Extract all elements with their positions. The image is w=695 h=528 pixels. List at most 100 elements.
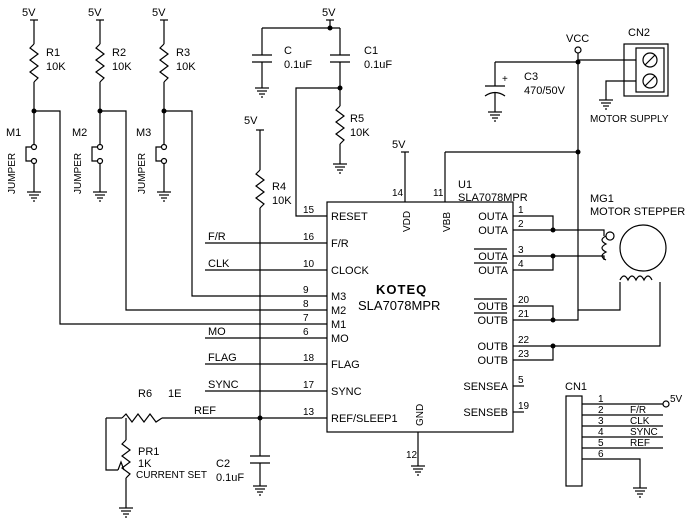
ic-pin-num-right-4: 20 [518, 295, 530, 306]
ic-pin-label-top-1: VBB [442, 212, 453, 232]
ic-pin-num-right-9: 19 [518, 401, 530, 412]
ic-pin-label-left-9: REF/SLEEP1 [331, 413, 398, 425]
c3-ref: C3 [524, 71, 538, 83]
vcc-label: VCC [566, 33, 589, 45]
ic-pin-num-left-7: 18 [303, 353, 315, 364]
ic-pin-label-left-2: CLOCK [331, 265, 370, 277]
ic-pin-num-right-3: 4 [518, 259, 524, 270]
ic-pin-num-top-1: 11 [433, 188, 444, 199]
pr1-label: CURRENT SET [136, 470, 207, 481]
r5-ref: R5 [350, 113, 364, 125]
mg1-ref: MG1 [590, 193, 614, 205]
r4-ref: R4 [272, 181, 286, 193]
ic-pin-num-right-2: 3 [518, 245, 524, 256]
ic-pin-label-top-0: VDD [402, 211, 413, 232]
ic-pin-label-right-4: OUTB [477, 301, 508, 313]
cn1-pin-num-5: 6 [598, 449, 604, 460]
cn1-pin-num-2: 3 [598, 416, 604, 427]
cn1-pin-num-4: 5 [598, 438, 604, 449]
c3-capacitor: + C3 470/50V [484, 61, 578, 122]
r3-value: 10K [176, 61, 196, 73]
c2-value: 0.1uF [216, 472, 244, 484]
ic-pin-num-right-1: 2 [518, 219, 524, 230]
ic-pin-num-left-8: 17 [303, 380, 315, 391]
r2-resistor [95, 43, 105, 83]
ic-pin-num-bottom-0: 12 [406, 450, 418, 461]
cn1-pin-label-0: 5V [670, 394, 683, 405]
ic-pin-label-left-8: SYNC [331, 386, 362, 398]
ic-left-pins: 15RESET16F/R10CLOCK9M38M27M16MO18FLAG17S… [303, 205, 398, 425]
ic-body [326, 201, 514, 433]
cn1-pin-label-2: CLK [630, 416, 650, 427]
vdd-supply-label: 5V [392, 139, 406, 151]
pullup-m3: 5V R3 10K M3 JUMPER [136, 7, 196, 202]
cn1-pin-label-1: F/R [630, 405, 646, 416]
r4-supply-label: 5V [244, 115, 258, 127]
m3-ref: M3 [136, 127, 151, 139]
c1-ref: C1 [364, 45, 378, 57]
r4-value: 10K [272, 195, 292, 207]
net-mo: MO [208, 326, 226, 338]
r1-ref: R1 [46, 47, 60, 59]
m2-ref: M2 [72, 127, 87, 139]
ic-pin-label-right-0: OUTA [478, 211, 508, 223]
ic-pin-num-left-2: 10 [303, 259, 315, 270]
pr1-ref: PR1 [138, 446, 159, 458]
ic-u1: U1 SLA7078MPR KOTEQ SLA7078MPR 15RESET16… [303, 139, 530, 476]
m1-jumper-label: JUMPER [7, 153, 18, 194]
ic-pin-num-right-7: 23 [518, 349, 530, 360]
r6-resistor [121, 413, 163, 423]
r1-resistor [29, 43, 39, 83]
ic-pin-label-left-0: RESET [331, 211, 368, 223]
r5-resistor [335, 105, 345, 145]
ic-pin-label-left-3: M3 [331, 291, 346, 303]
cn2-ref: CN2 [628, 27, 650, 39]
ic-pin-label-left-4: M2 [331, 305, 346, 317]
ic-pin-num-top-0: 14 [392, 188, 404, 199]
ic-pin-num-left-1: 16 [303, 232, 315, 243]
m2-jumper-label: JUMPER [73, 153, 84, 194]
ic-pin-label-left-5: M1 [331, 319, 346, 331]
ic-pin-label-right-3: OUTA [478, 265, 508, 277]
wire-m2 [100, 110, 327, 311]
r1-value: 10K [46, 61, 66, 73]
ic-pin-label-right-9: SENSEB [463, 407, 508, 419]
svg-text:+: + [502, 74, 508, 85]
r4-resistor [255, 169, 265, 209]
ic-pin-label-right-2: OUTA [478, 251, 508, 263]
r3-ref: R3 [176, 47, 190, 59]
ic-pin-label-left-1: F/R [331, 238, 349, 250]
ic-pin-label-right-7: OUTB [477, 355, 508, 367]
c3-value: 470/50V [524, 85, 566, 97]
r1-supply-label: 5V [22, 7, 36, 19]
c2-capacitor: C2 0.1uF [216, 455, 270, 496]
cn1-pin-num-3: 4 [598, 427, 604, 438]
ic-pin-num-right-8: 5 [518, 375, 524, 386]
mg1-label: MOTOR STEPPER [590, 206, 685, 218]
ic-pin-label-left-6: MO [331, 333, 349, 345]
ic-pin-num-right-0: 1 [518, 205, 524, 216]
ic-pin-num-left-6: 6 [303, 327, 309, 338]
ic-pin-num-left-4: 8 [303, 299, 309, 310]
ic-pin-label-right-6: OUTB [477, 341, 508, 353]
net-ref: REF [194, 405, 216, 417]
ic-pin-num-left-5: 7 [303, 313, 309, 324]
ic-pin-num-left-9: 13 [303, 407, 315, 418]
ic-part: SLA7078MPR [458, 192, 528, 204]
r4-network: 5V R4 10K [244, 115, 292, 456]
r3-supply-label: 5V [152, 7, 166, 19]
ic-pin-num-right-5: 21 [518, 309, 530, 320]
ic-brand: KOTEQ [376, 282, 427, 297]
r2-supply-label: 5V [88, 7, 102, 19]
ic-pin-label-right-1: OUTA [478, 225, 508, 237]
cn2-connector: CN2 MOTOR SUPPLY [578, 27, 669, 125]
ic-name: SLA7078MPR [358, 298, 440, 313]
ic-pin-label-bottom-0: GND [415, 404, 426, 426]
ic-pin-label-left-7: FLAG [331, 359, 360, 371]
c-value: 0.1uF [284, 59, 312, 71]
r2-ref: R2 [112, 47, 126, 59]
cn1-pin-label-4: REF [630, 438, 650, 449]
